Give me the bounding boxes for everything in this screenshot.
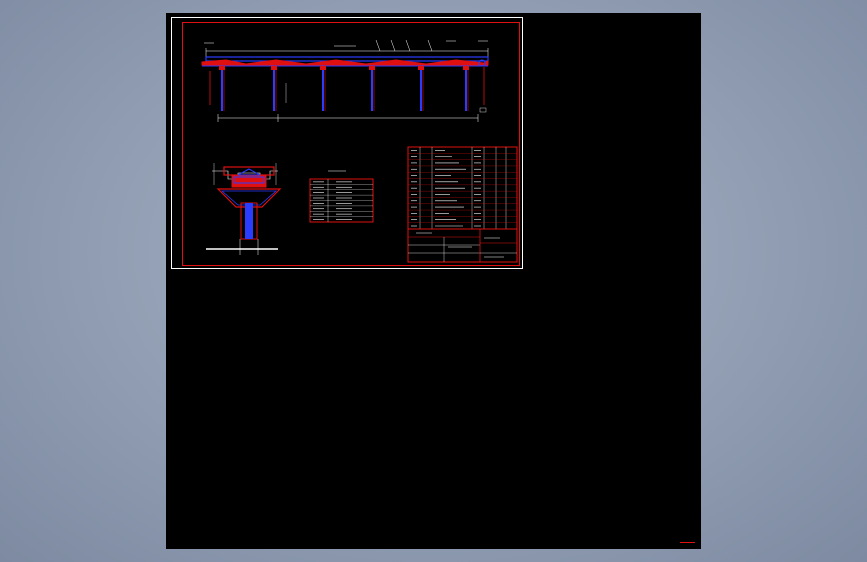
- pier-cap: [216, 188, 282, 208]
- pier-2: [271, 66, 277, 111]
- pier-5: [418, 66, 424, 111]
- material-table: [309, 170, 374, 223]
- cross-section-view: [206, 163, 282, 255]
- deck-slab: [201, 59, 489, 66]
- top-labels: [204, 39, 488, 52]
- pier-4: [369, 66, 375, 111]
- box-girder: [223, 166, 275, 176]
- deck-outline: [205, 56, 489, 62]
- cad-viewport[interactable]: [166, 13, 701, 549]
- title-block: [407, 228, 518, 263]
- elevation-view: [201, 39, 489, 122]
- drawing-sheet-outer-frame: [171, 17, 523, 269]
- pier-3: [320, 66, 326, 111]
- cad-drawing: [201, 39, 518, 263]
- bearing-right: [478, 59, 486, 67]
- drawing-sheet-inner-frame: [182, 22, 520, 266]
- parts-list: [407, 146, 518, 230]
- pier-core: [245, 203, 253, 239]
- pier-6: [463, 66, 469, 111]
- piers: [219, 66, 469, 111]
- corner-mark: [680, 542, 695, 543]
- pier-1: [219, 66, 225, 111]
